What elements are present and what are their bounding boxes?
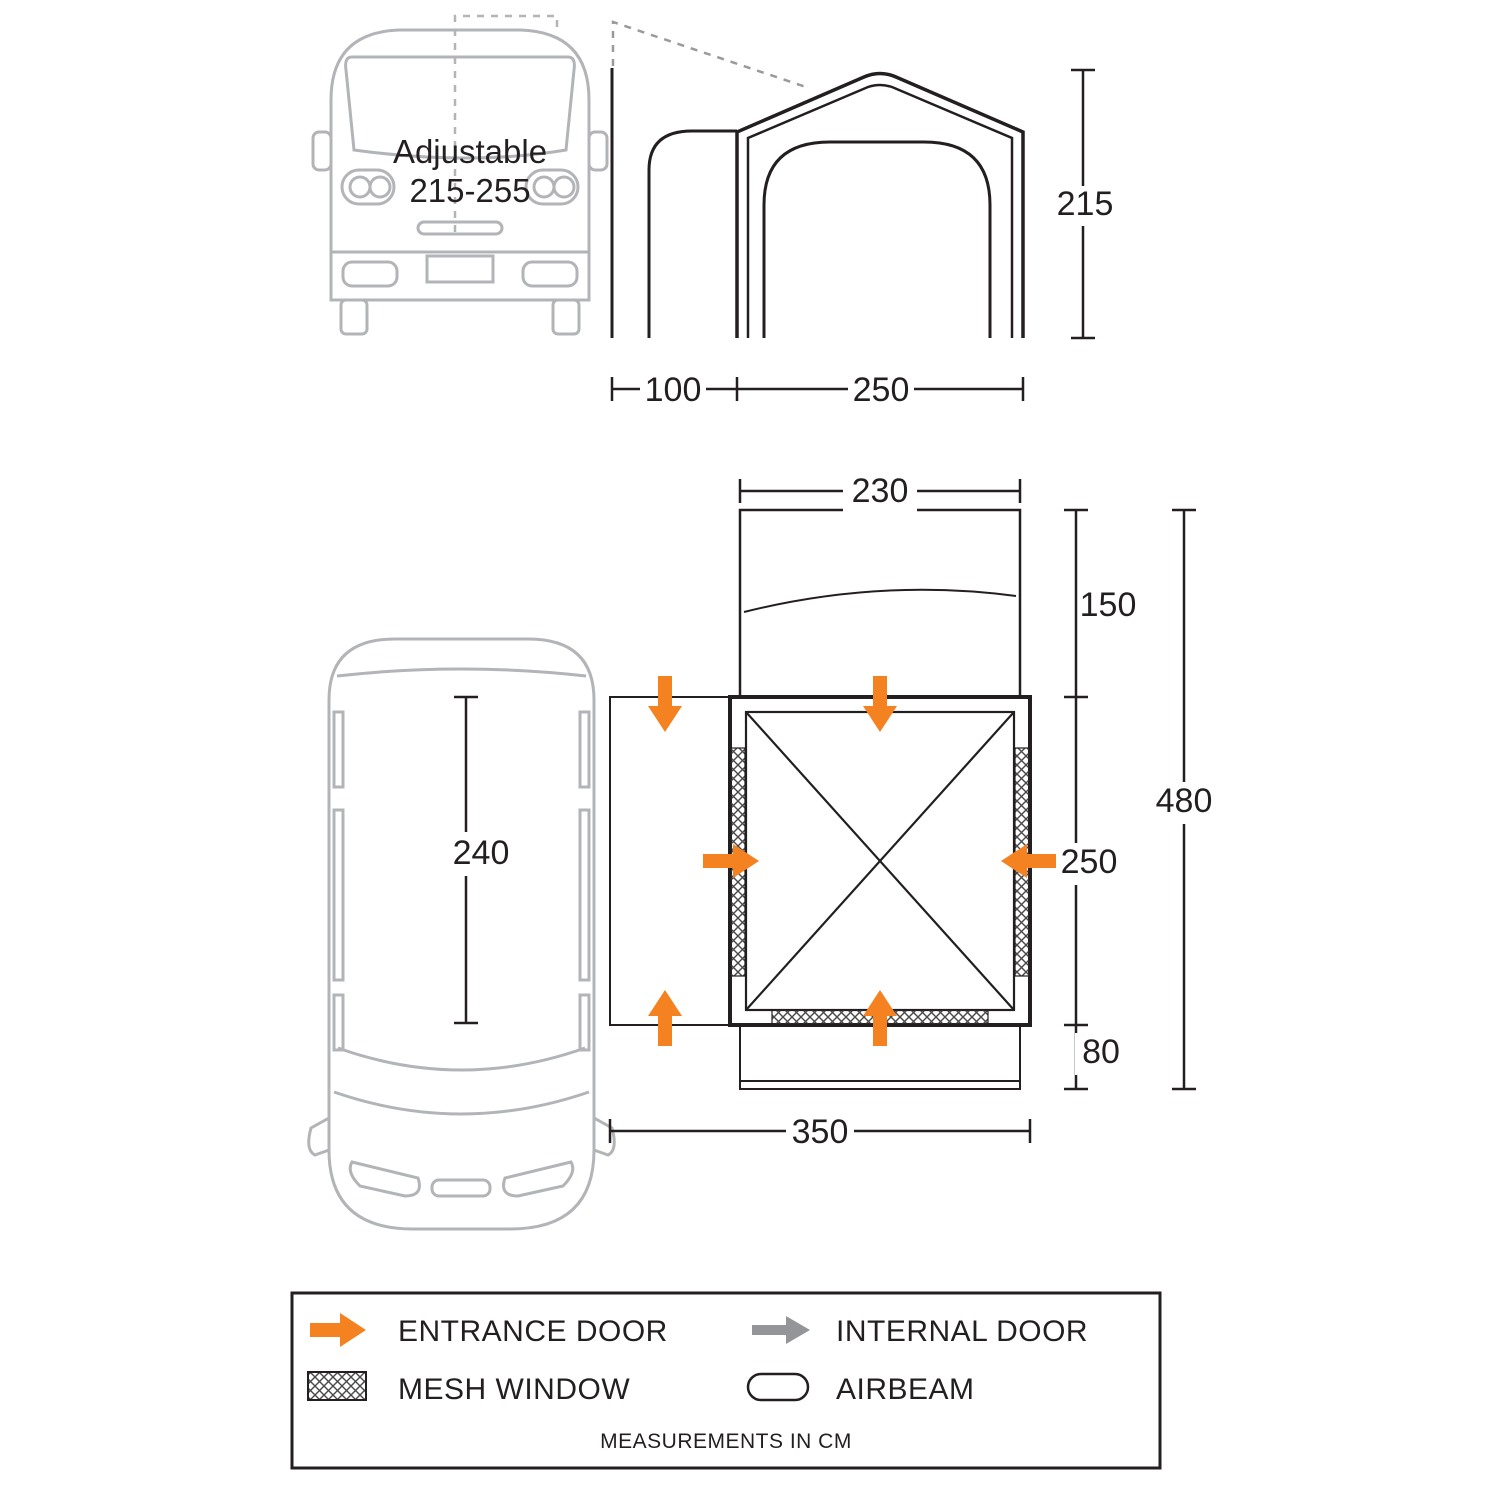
van-length-label: 240: [453, 834, 510, 872]
van-fog-slot-right: [521, 260, 579, 288]
van-grille: [430, 1178, 492, 1198]
entrance-door-arrow: [863, 676, 897, 732]
van-front-handle: [416, 220, 504, 236]
van-mirror-top-right: [593, 1116, 616, 1157]
main-depth-label: 250: [1061, 843, 1118, 881]
entrance-door-arrow: [648, 676, 682, 732]
van-side-window: [332, 993, 345, 1052]
van-top-body: [327, 637, 596, 1231]
side-height-label: 215: [1057, 185, 1114, 223]
legend-mesh-window-label: MESH WINDOW: [398, 1373, 630, 1406]
total-depth-label: 480: [1156, 782, 1213, 820]
label-mask: [786, 1111, 854, 1155]
van-wheel-left: [339, 298, 369, 336]
van-side-window: [578, 710, 591, 789]
van-headlamp-icon: [348, 175, 372, 199]
van-side-window: [578, 808, 591, 982]
van-front-mirror-right: [587, 130, 609, 172]
airbeam-icon: [746, 1372, 810, 1402]
legend-airbeam-label: AIRBEAM: [836, 1373, 975, 1406]
van-side-window: [332, 808, 345, 982]
depth-dimension-line: [610, 377, 1025, 401]
canopy-depth-label: 150: [1080, 586, 1137, 624]
awning-outer-profile: [735, 71, 1025, 338]
van-front-mirror-left: [311, 130, 333, 172]
label-mask: [1150, 782, 1218, 824]
floor-cross-diagonals: [745, 711, 1015, 1011]
label-mask: [1056, 843, 1122, 885]
entrance-door-arrow: [648, 990, 682, 1046]
canopy-roll-arc: [743, 588, 1017, 613]
rear-depth-label: 80: [1082, 1033, 1120, 1071]
awning-depth-label: 250: [853, 371, 910, 409]
tunnel-depth-label: 100: [645, 371, 702, 409]
van-side-window: [332, 710, 345, 789]
van-headlight-top-left: [348, 1160, 421, 1198]
van-front-body: [329, 28, 591, 302]
van-wheel-right: [551, 298, 581, 336]
label-mask: [843, 470, 917, 512]
label-mask: [640, 372, 706, 412]
legend-internal-door-label: INTERNAL DOOR: [836, 1315, 1088, 1348]
van-plate: [425, 254, 495, 284]
van-headlamp-icon: [532, 175, 556, 199]
van-top-view: [307, 637, 616, 1231]
van-hood-line: [333, 1090, 590, 1116]
van-front-windshield: [344, 55, 576, 160]
adjustable-height-dashes: [611, 20, 807, 89]
inner-depth-bracket: [1064, 508, 1088, 1091]
van-headlight-left: [340, 168, 396, 206]
adjustable-zone-dashes: [453, 14, 559, 232]
adjustable-label-line1: Adjustable: [393, 133, 547, 170]
van-mirror-top-left: [307, 1116, 330, 1157]
awning-plan-view: [609, 508, 1032, 1090]
mesh-window-icon: [307, 1371, 367, 1401]
total-width-label: 350: [792, 1113, 849, 1151]
awning-side-view: [610, 20, 1095, 401]
label-mask: [848, 372, 914, 412]
canopy-width-label: 230: [852, 472, 909, 510]
van-fog-slot-left: [341, 260, 399, 288]
van-front-view: [311, 14, 609, 336]
legend-box: ENTRANCE DOOR INTERNAL DOOR MESH WINDOW …: [290, 1291, 1162, 1470]
adjustable-label-line2: 215-255: [409, 172, 530, 209]
van-windshield-top: [337, 1046, 586, 1072]
van-headlamp-icon: [368, 175, 392, 199]
legend-footer-label: MEASUREMENTS IN CM: [600, 1430, 852, 1453]
van-rear-door-profile: [647, 129, 737, 338]
awning-door-arch: [762, 140, 992, 338]
van-headlamp-icon: [552, 175, 576, 199]
legend-border: [290, 1291, 1162, 1470]
van-rear-seam: [336, 667, 587, 678]
label-mask: [1075, 1033, 1127, 1075]
van-headlight-right: [524, 168, 580, 206]
legend-entrance-door-label: ENTRANCE DOOR: [398, 1315, 668, 1348]
label-mask: [447, 832, 515, 876]
label-mask: [1052, 186, 1118, 226]
awning-inner-profile: [746, 83, 1014, 338]
van-headlight-top-right: [502, 1160, 575, 1198]
van-side-window: [578, 993, 591, 1052]
